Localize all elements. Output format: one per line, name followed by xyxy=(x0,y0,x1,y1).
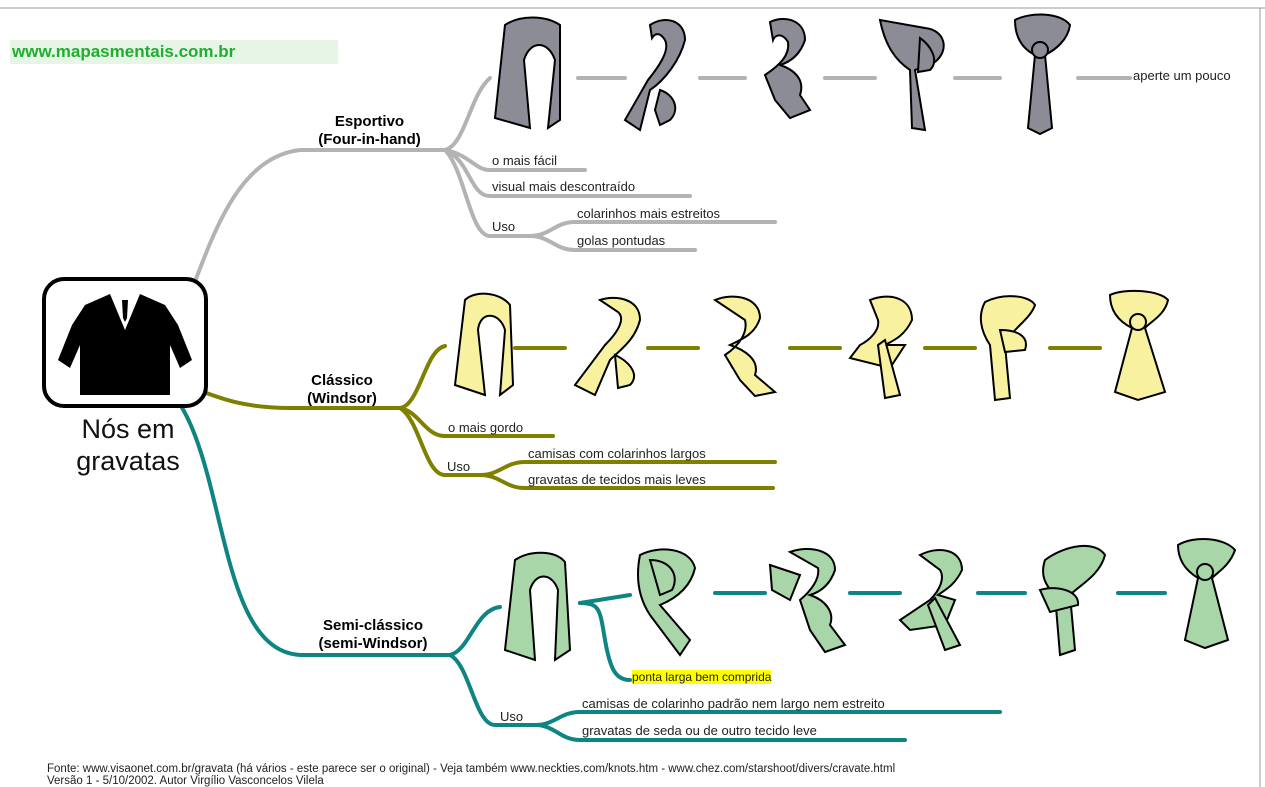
windsor-steps xyxy=(453,289,1170,402)
classico-uso-label: Uso xyxy=(447,459,471,474)
esportivo-leaf-easy: o mais fácil xyxy=(492,153,558,168)
footer-sources: Fonte: www.visaonet.com.br/gravata (há v… xyxy=(47,763,896,775)
yellow-tie-step-6 xyxy=(1108,289,1170,402)
footer-version: Versão 1 - 5/10/2002. Autor Virgílio Vas… xyxy=(47,775,324,787)
branch-semi-lines xyxy=(156,378,1167,742)
esportivo-title-line2: (Four-in-hand) xyxy=(318,131,421,148)
center-label-line1: Nós em xyxy=(81,414,175,444)
gray-tie-step-2 xyxy=(623,19,687,132)
green-tie-step-4 xyxy=(898,549,964,652)
esportivo-leaf-casual: visual mais descontraído xyxy=(492,179,636,194)
esportivo-uso-label: Uso xyxy=(492,219,516,234)
yellow-tie-step-2 xyxy=(573,296,642,397)
site-url[interactable]: www.mapasmentais.com.br xyxy=(10,40,338,64)
semi-note-highlight: ponta larga bem comprida xyxy=(632,670,772,684)
classico-title: Clássico (Windsor) xyxy=(282,372,402,408)
classico-uso-light-fabric: gravatas de tecidos mais leves xyxy=(528,472,706,487)
branch-classico-lines xyxy=(156,344,1102,490)
gray-tie-step-3 xyxy=(763,18,812,120)
esportivo-title: Esportivo (Four-in-hand) xyxy=(292,113,447,149)
four-in-hand-steps xyxy=(493,13,1072,136)
yellow-tie-step-3 xyxy=(712,295,778,398)
esportivo-uso-pointed: golas pontudas xyxy=(577,233,666,248)
green-tie-step-1 xyxy=(503,551,572,662)
semi-uso-standard-collar: camisas de colarinho padrão nem largo ne… xyxy=(582,696,885,711)
classico-leaf-fat: o mais gordo xyxy=(448,420,524,435)
esportivo-step-note: aperte um pouco xyxy=(1133,68,1231,83)
semi-title: Semi-clássico (semi-Windsor) xyxy=(293,617,453,653)
semi-title-line1: Semi-clássico xyxy=(322,617,424,634)
center-label: Nós em gravatas xyxy=(62,413,194,477)
yellow-tie-step-4 xyxy=(848,295,914,400)
yellow-tie-step-5 xyxy=(979,295,1037,402)
yellow-tie-step-1 xyxy=(453,292,515,398)
gray-tie-step-4 xyxy=(878,18,945,132)
esportivo-title-line1: Esportivo xyxy=(334,113,405,130)
semi-windsor-steps xyxy=(503,538,1237,662)
semi-title-line2: (semi-Windsor) xyxy=(318,635,428,652)
green-tie-step-5 xyxy=(1038,544,1107,657)
green-tie-step-3 xyxy=(768,548,847,654)
classico-uso-wide-collars: camisas com colarinhos largos xyxy=(528,446,706,461)
esportivo-uso-collars: colarinhos mais estreitos xyxy=(577,206,721,221)
gray-tie-step-5 xyxy=(1013,13,1072,136)
classico-title-line1: Clássico xyxy=(311,372,373,389)
gray-tie-step-1 xyxy=(493,16,561,131)
semi-uso-silk: gravatas de seda ou de outro tecido leve xyxy=(582,723,817,738)
green-tie-step-2 xyxy=(637,548,697,657)
semi-uso-label: Uso xyxy=(500,709,524,724)
center-label-line2: gravatas xyxy=(76,446,180,476)
classico-title-line2: (Windsor) xyxy=(307,390,377,407)
suit-jacket-icon xyxy=(42,277,208,408)
green-tie-step-6 xyxy=(1176,538,1237,650)
